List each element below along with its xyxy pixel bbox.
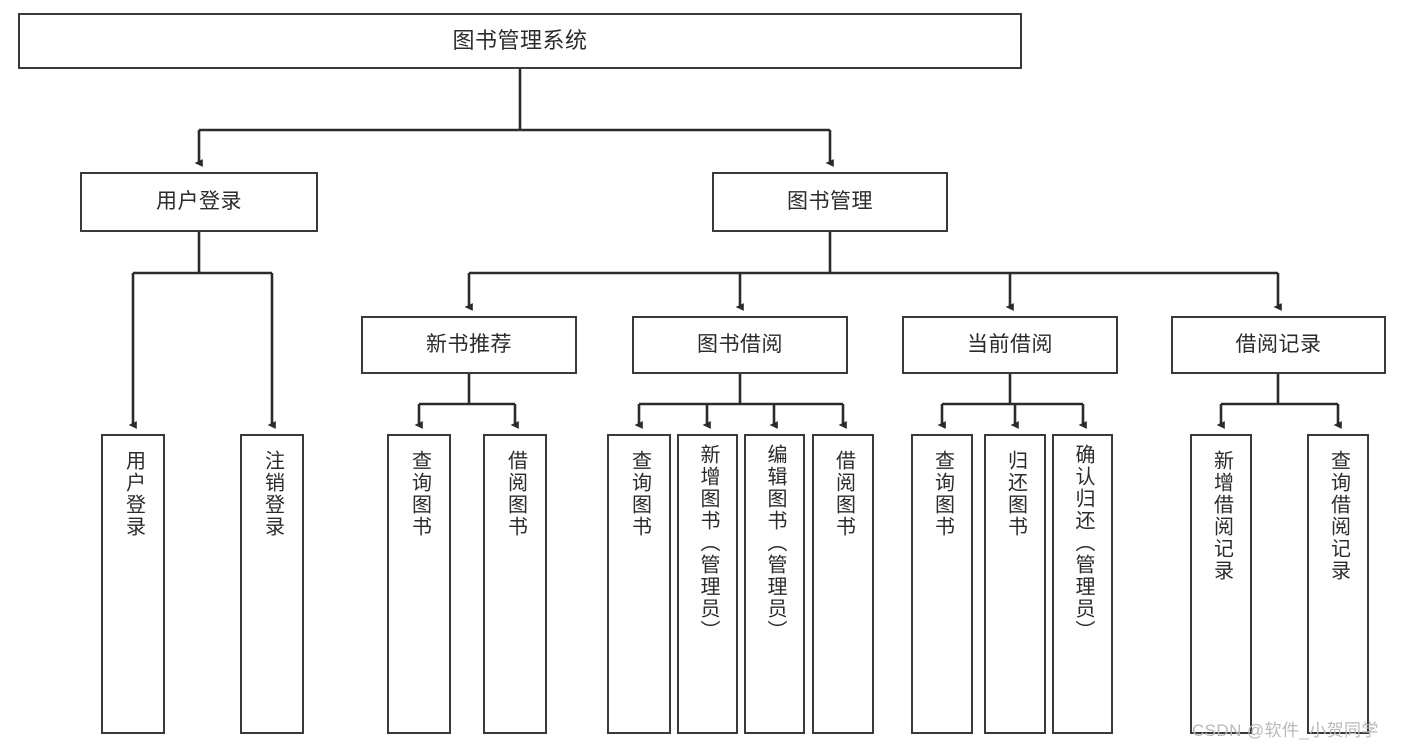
node-leaf-borrow-book-2-label: 借阅图书 <box>832 450 855 538</box>
node-borrow-record[interactable]: 借阅记录 <box>1171 316 1386 374</box>
node-leaf-borrow-book-1-label: 借阅图书 <box>504 450 527 538</box>
node-leaf-query-borrow-record[interactable]: 查询借阅记录 <box>1307 434 1369 734</box>
node-root[interactable]: 图书管理系统 <box>18 13 1022 69</box>
node-new-book-recommend-label: 新书推荐 <box>426 333 512 357</box>
node-book-borrow[interactable]: 图书借阅 <box>632 316 848 374</box>
node-leaf-edit-book-admin[interactable]: 编辑图书（管理员） <box>744 434 805 734</box>
node-leaf-logout[interactable]: 注销登录 <box>240 434 304 734</box>
node-leaf-logout-label: 注销登录 <box>261 450 284 538</box>
node-leaf-query-book-1-label: 查询图书 <box>408 450 431 538</box>
node-leaf-borrow-book-2[interactable]: 借阅图书 <box>812 434 874 734</box>
node-borrow-record-label: 借阅记录 <box>1235 333 1322 357</box>
node-leaf-query-book-3[interactable]: 查询图书 <box>911 434 973 734</box>
node-leaf-query-book-2[interactable]: 查询图书 <box>607 434 671 734</box>
node-current-borrow-label: 当前借阅 <box>967 333 1053 357</box>
node-leaf-add-book-admin[interactable]: 新增图书（管理员） <box>677 434 738 734</box>
node-leaf-query-borrow-record-label: 查询借阅记录 <box>1327 450 1350 582</box>
node-leaf-confirm-return-admin-label: 确认归还（管理员） <box>1072 444 1094 642</box>
node-leaf-user-login[interactable]: 用户登录 <box>101 434 165 734</box>
node-user-login-label: 用户登录 <box>156 190 242 214</box>
node-leaf-confirm-return-admin[interactable]: 确认归还（管理员） <box>1052 434 1113 734</box>
node-book-manage-label: 图书管理 <box>787 190 873 214</box>
node-leaf-edit-book-admin-label: 编辑图书（管理员） <box>764 444 786 642</box>
node-user-login[interactable]: 用户登录 <box>80 172 318 232</box>
node-new-book-recommend[interactable]: 新书推荐 <box>361 316 577 374</box>
node-book-manage[interactable]: 图书管理 <box>712 172 948 232</box>
node-current-borrow[interactable]: 当前借阅 <box>902 316 1118 374</box>
node-leaf-query-book-1[interactable]: 查询图书 <box>387 434 451 734</box>
node-leaf-return-book-label: 归还图书 <box>1004 450 1027 538</box>
csdn-watermark: CSDN @软件_小贺同学 <box>1192 721 1379 740</box>
node-book-borrow-label: 图书借阅 <box>697 333 783 357</box>
node-leaf-query-book-3-label: 查询图书 <box>931 450 954 538</box>
node-leaf-query-book-2-label: 查询图书 <box>628 450 651 538</box>
node-leaf-return-book[interactable]: 归还图书 <box>984 434 1046 734</box>
node-leaf-add-borrow-record[interactable]: 新增借阅记录 <box>1190 434 1252 734</box>
node-leaf-borrow-book-1[interactable]: 借阅图书 <box>483 434 547 734</box>
node-leaf-add-book-admin-label: 新增图书（管理员） <box>697 444 719 642</box>
node-leaf-user-login-label: 用户登录 <box>122 450 145 538</box>
node-root-label: 图书管理系统 <box>452 27 588 53</box>
node-leaf-add-borrow-record-label: 新增借阅记录 <box>1210 450 1233 582</box>
